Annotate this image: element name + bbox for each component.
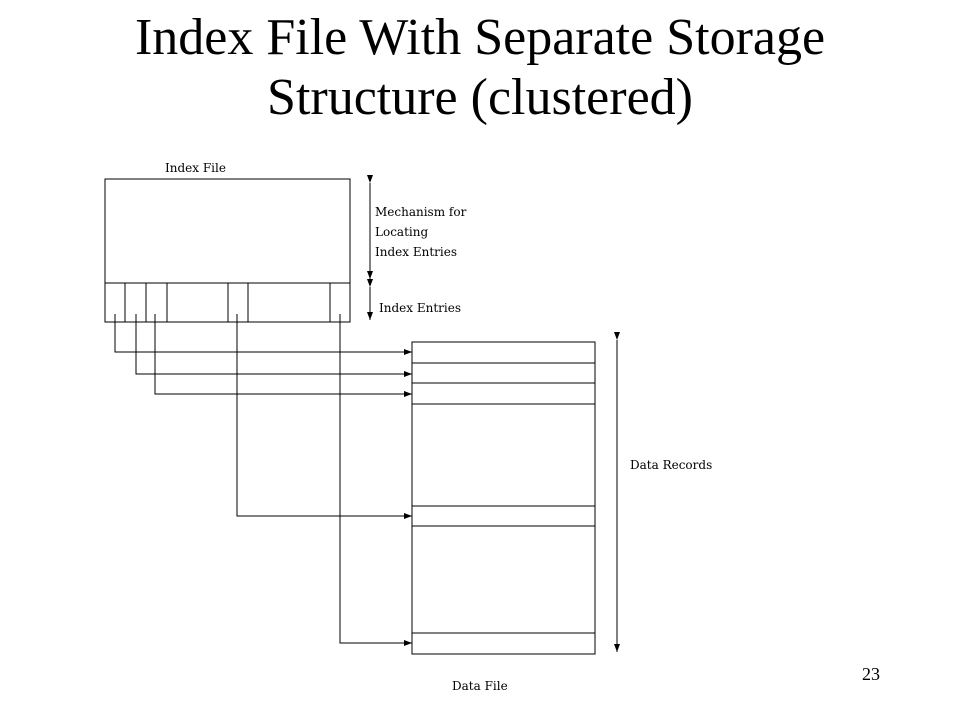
pointer-5 [339, 314, 412, 646]
pointer-3 [154, 314, 412, 397]
data-file-box [411, 341, 596, 655]
slide-title-line-1: Index File With Separate Storage [134, 9, 826, 66]
mechanism-label-line-3: Index Entries [375, 245, 457, 259]
page-number: 23 [862, 664, 880, 684]
mechanism-label-line-2: Locating [375, 225, 428, 239]
index-entries-label: Index Entries [379, 301, 461, 315]
pointer-4 [236, 314, 412, 519]
index-file-box [104, 178, 351, 323]
pointer-1 [114, 314, 412, 355]
slide-title: Index File With Separate Storage Structu… [0, 8, 960, 128]
index-pointers [114, 314, 412, 646]
mechanism-label-line-1: Mechanism for [375, 205, 467, 219]
data-records-label: Data Records [630, 458, 712, 472]
index-file-label: Index File [165, 161, 226, 175]
slide-title-line-2: Structure (clustered) [267, 69, 693, 126]
pointer-2 [135, 314, 412, 377]
data-file-label: Data File [452, 679, 508, 693]
